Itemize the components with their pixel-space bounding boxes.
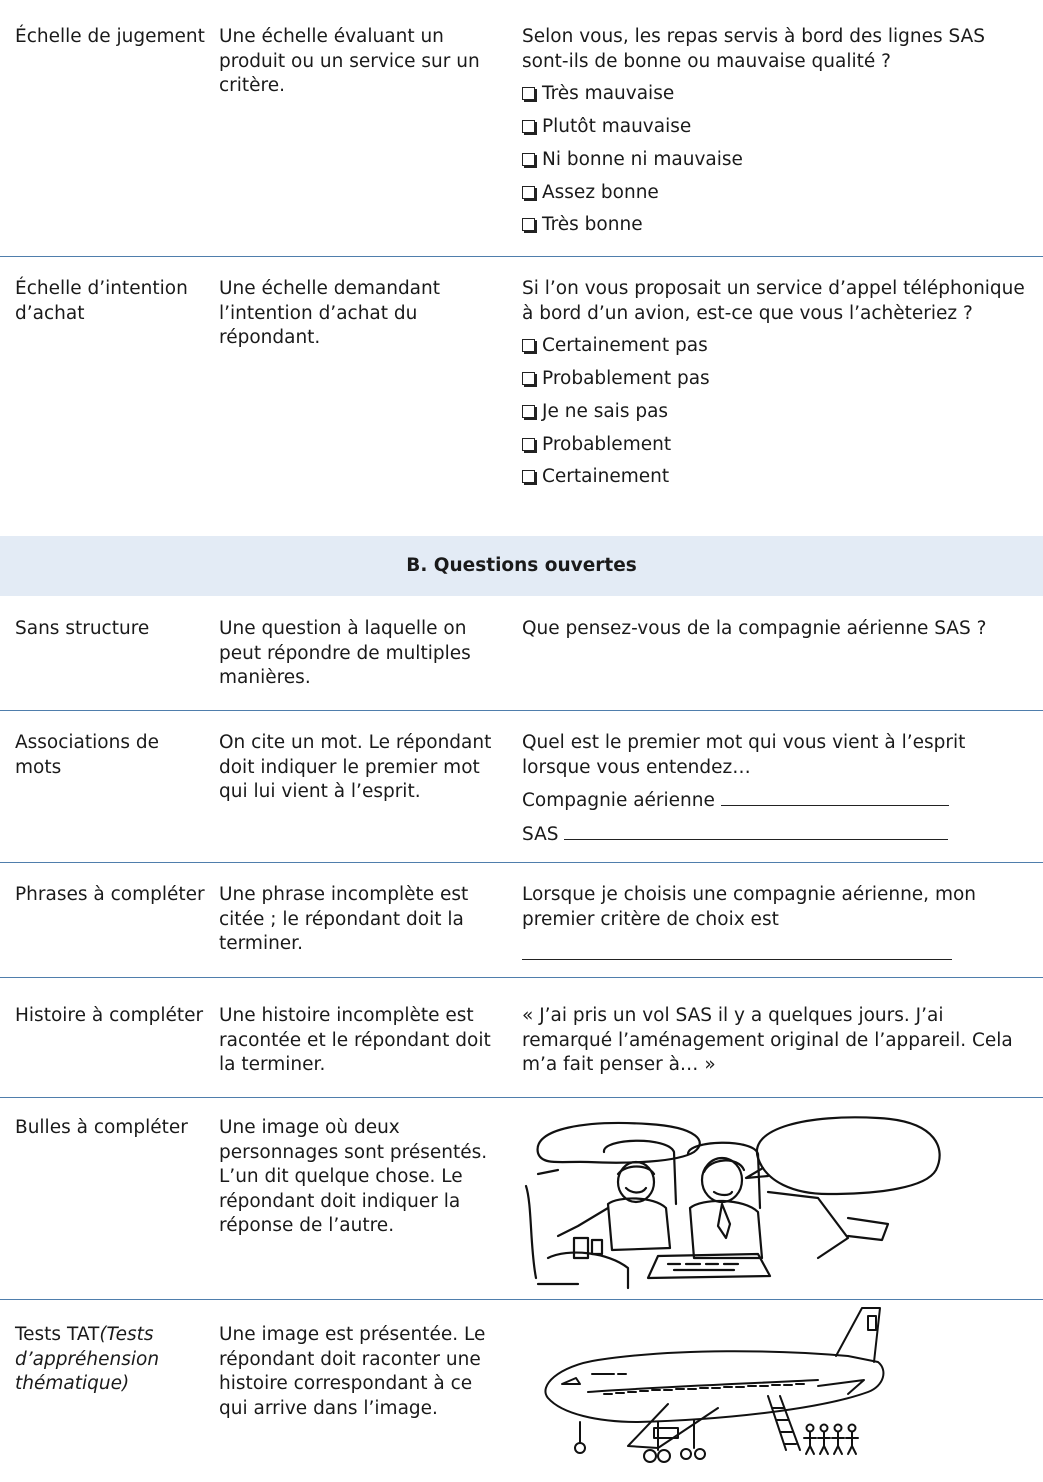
example-question: « J’ai pris un vol SAS il y a quelques j… [522, 1005, 1013, 1075]
row-description: Une échelle demandant l’intention d’acha… [219, 278, 440, 348]
checkbox-icon [522, 120, 535, 134]
answer-blank[interactable] [720, 788, 949, 806]
checkbox-option[interactable]: Je ne sais pas [522, 400, 1027, 425]
checkbox-icon [522, 152, 535, 166]
checkbox-icon [522, 404, 535, 418]
row-type: Phrases à compléter [15, 884, 205, 905]
checkbox-option[interactable]: Plutôt mauvaise [522, 115, 1027, 140]
example-question: Que pensez-vous de la compagnie aérienne… [522, 618, 987, 639]
row-divider [0, 1097, 1043, 1098]
word-association-line[interactable]: SAS [522, 822, 1027, 848]
row-description: Une histoire incomplète est racontée et … [219, 1005, 491, 1075]
row-divider [0, 710, 1043, 711]
row-example: Quel est le premier mot qui vous vient à… [522, 731, 1027, 847]
checkbox-option[interactable]: Très mauvaise [522, 82, 1027, 107]
row-type: Sans structure [15, 618, 150, 639]
checkbox-icon [522, 339, 535, 353]
checkbox-option[interactable]: Probablement pas [522, 367, 1027, 392]
row-example: Selon vous, les repas servis à bord des … [522, 25, 1027, 238]
row-divider [0, 862, 1043, 863]
row-type: Tests TAT(Tests d’appréhension thématiqu… [15, 1324, 160, 1394]
row-description: Une image est présentée. Le répondant do… [219, 1324, 486, 1419]
row-type: Associations de mots [15, 732, 159, 778]
airliner-illustration [544, 1307, 885, 1463]
example-question: Lorsque je choisis une compagnie aérienn… [522, 884, 977, 930]
checkbox-option[interactable]: Certainement [522, 465, 1027, 490]
checkbox-option[interactable]: Probablement [522, 433, 1027, 458]
row-type: Échelle de jugement [15, 26, 205, 47]
example-question: Si l’on vous proposait un service d’appe… [522, 278, 1025, 324]
answer-blank[interactable] [522, 942, 952, 960]
row-divider [0, 1299, 1043, 1300]
row-type: Histoire à compléter [15, 1005, 204, 1026]
example-question: Quel est le premier mot qui vous vient à… [522, 732, 966, 778]
bubbles-illustration [524, 1116, 941, 1290]
section-title: B. Questions ouvertes [406, 555, 637, 576]
row-divider [0, 977, 1043, 978]
checkbox-option[interactable]: Certainement pas [522, 334, 1027, 359]
checkbox-icon [522, 437, 535, 451]
word-association-line[interactable]: Compagnie aérienne [522, 788, 1027, 814]
row-description: Une phrase incomplète est citée ; le rép… [219, 884, 469, 954]
row-example: Si l’on vous proposait un service d’appe… [522, 277, 1027, 490]
row-divider [0, 256, 1043, 257]
checkbox-option[interactable]: Ni bonne ni mauvaise [522, 148, 1027, 173]
example-question: Selon vous, les repas servis à bord des … [522, 26, 985, 72]
row-example: Lorsque je choisis une compagnie aérienn… [522, 883, 1027, 968]
row-type: Échelle d’intention d’achat [15, 278, 188, 324]
checkbox-icon [522, 372, 535, 386]
row-description: On cite un mot. Le répondant doit indiqu… [219, 732, 492, 802]
checkbox-option[interactable]: Très bonne [522, 213, 1027, 238]
row-description: Une question à laquelle on peut répondre… [219, 618, 471, 688]
row-description: Une image où deux personnages sont prése… [219, 1117, 488, 1236]
row-description: Une échelle évaluant un produit ou un se… [219, 26, 480, 96]
answer-blank[interactable] [564, 822, 949, 840]
checkbox-icon [522, 87, 535, 101]
checkbox-icon [522, 185, 535, 199]
row-type: Bulles à compléter [15, 1117, 188, 1138]
checkbox-option[interactable]: Assez bonne [522, 181, 1027, 206]
section-header: B. Questions ouvertes [0, 536, 1043, 596]
checkbox-icon [522, 470, 535, 484]
checkbox-icon [522, 218, 535, 232]
